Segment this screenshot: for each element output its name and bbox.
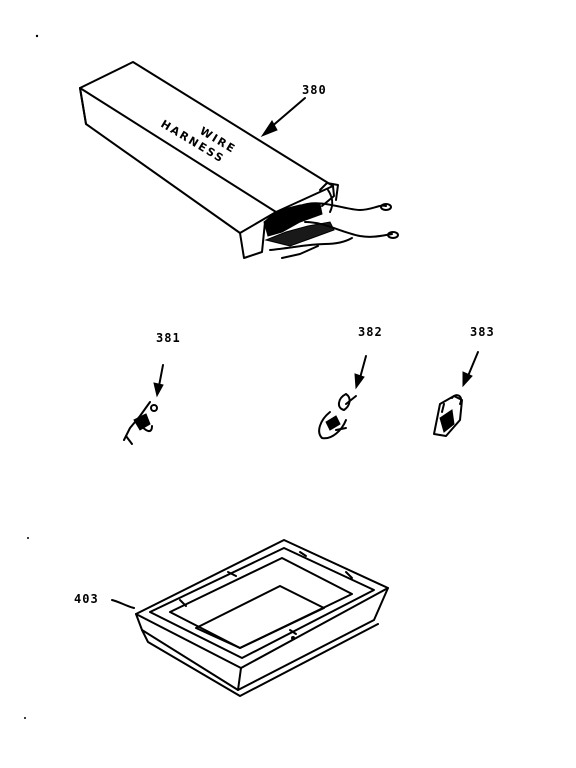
callout-label-380: 380 — [302, 83, 327, 97]
arrowhead-380 — [260, 120, 278, 138]
leader-line-403 — [111, 599, 135, 609]
arrowhead-382 — [354, 373, 365, 390]
tray — [135, 539, 389, 697]
callout-label-403: 403 — [74, 592, 99, 606]
terminal-connector-383 — [433, 394, 463, 437]
callout-403: 403 — [74, 592, 135, 609]
arrowhead-381 — [153, 382, 164, 398]
terminal-connector-381 — [123, 401, 158, 445]
leader-line-380 — [269, 97, 306, 129]
leader-line-382 — [359, 355, 367, 379]
scan-dot — [27, 537, 29, 539]
part-381: 381 — [123, 331, 181, 445]
callout-380: 380 — [260, 83, 327, 138]
callout-label-382: 382 — [358, 325, 383, 339]
part-383: 383 — [433, 325, 495, 437]
callout-label-383: 383 — [470, 325, 495, 339]
scan-dot — [35, 34, 39, 38]
arrowhead-383 — [462, 371, 473, 388]
leader-line-381 — [158, 364, 164, 387]
terminal-connector-382 — [318, 393, 357, 440]
leader-line-383 — [467, 351, 479, 377]
scan-dot — [24, 717, 26, 719]
callout-label-381: 381 — [156, 331, 181, 345]
part-382: 382 — [318, 325, 383, 440]
harness-wires — [263, 189, 399, 259]
